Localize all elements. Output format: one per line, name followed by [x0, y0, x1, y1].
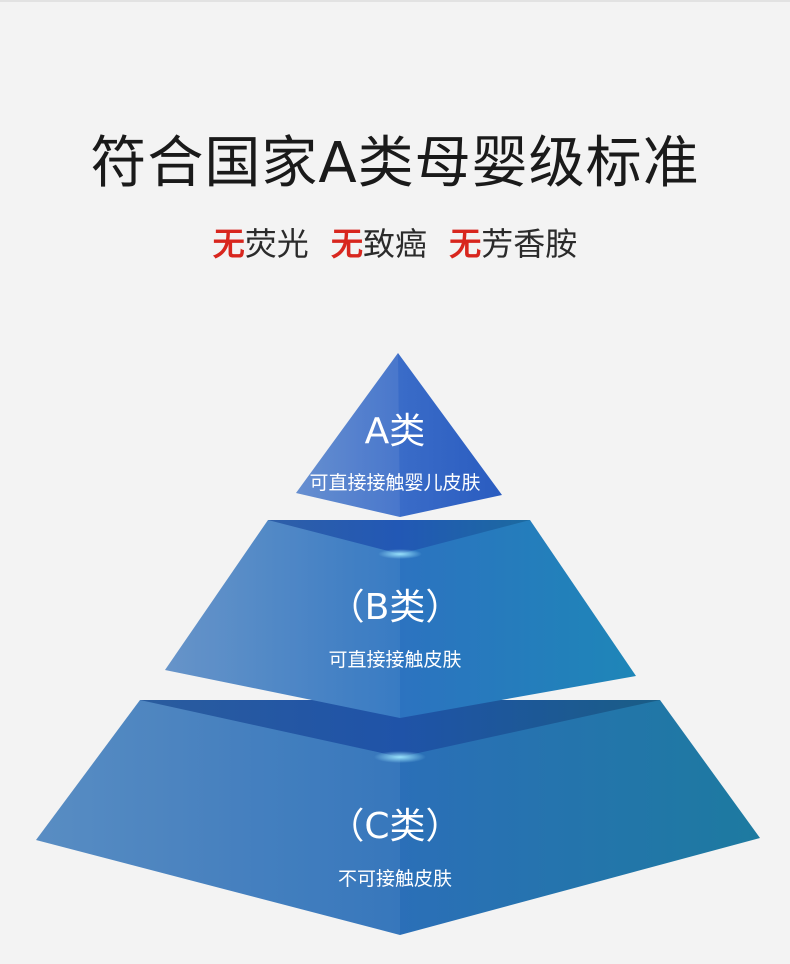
tier-a-name: A类 — [0, 410, 790, 454]
tier-c-name: （C类） — [0, 805, 790, 849]
tier-a-desc: 可直接接触婴儿皮肤 — [0, 470, 790, 496]
tier-c-desc: 不可接触皮肤 — [0, 866, 790, 892]
tier-b-desc: 可直接接触皮肤 — [0, 647, 790, 673]
tier-b-name: （B类） — [0, 586, 790, 630]
